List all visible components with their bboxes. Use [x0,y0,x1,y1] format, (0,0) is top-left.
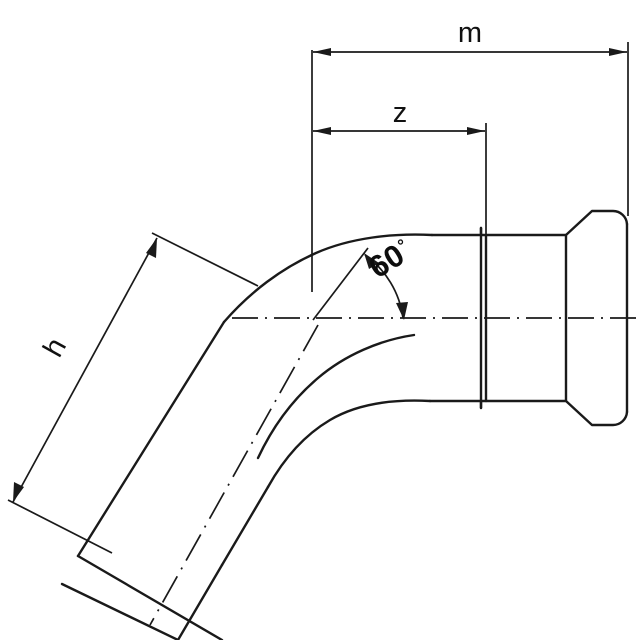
socket-bottom-profile [479,399,629,427]
inclined-leg-end-face-inner [60,582,180,640]
dimension-h-ext-top [151,232,259,287]
dimension-m: m [311,17,629,292]
dimension-z: z [313,97,487,236]
socket-top-profile [479,209,629,237]
fitting-outline [60,209,629,640]
dimension-m-label: m [458,17,482,49]
angle-dimension: 60 ° [312,235,411,321]
inclined-leg-inner-edge-lower [176,563,224,640]
bend-outer-curve [222,233,434,324]
bend-inner-curve [266,399,432,489]
dimension-h-ext-bottom [7,499,113,554]
dimension-h-line [12,237,158,503]
dimension-h-arrow-bottom [13,482,24,502]
dimension-z-arrow-right [467,127,485,135]
dimension-h: h [7,232,259,554]
inclined-leg-outer-edge [76,320,226,558]
dimension-z-label: z [393,97,408,129]
angle-label-group: 60 ° [363,235,411,285]
centerlines [149,317,640,626]
inclined-centerline [149,324,319,626]
bend-throat-curve [256,333,416,460]
dimension-m-arrow-right [609,48,627,56]
dimension-h-arrow-top [146,238,157,258]
angle-arrow-upper [364,253,379,269]
angle-arrow-lower [396,302,408,320]
inclined-leg-inner-edge [220,485,270,567]
angle-leader-inclined [312,247,369,321]
dimension-h-label: h [37,333,73,363]
dimension-z-arrow-left [313,127,331,135]
inclined-leg-end-face [76,554,224,640]
dimension-m-arrow-left [313,48,331,56]
